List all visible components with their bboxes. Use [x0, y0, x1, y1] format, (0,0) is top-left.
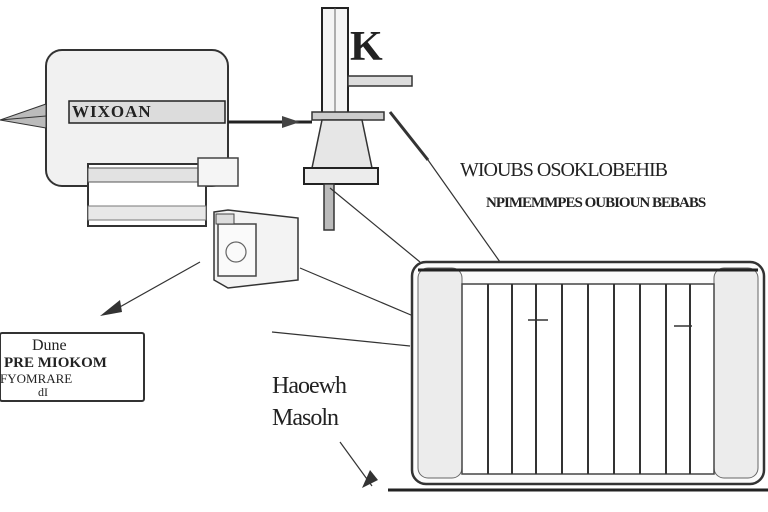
radiator-fins — [487, 284, 691, 474]
control-panel — [0, 49, 229, 187]
center-label-line-1: Haoewh — [272, 373, 347, 399]
center-label-line-2: Masoln — [272, 405, 339, 431]
k-mark: K — [350, 24, 383, 70]
left-label-box — [0, 332, 145, 402]
leader-lines — [117, 159, 501, 487]
small-device-box — [213, 209, 299, 289]
heading-line-2: NPIMEMMPES OUBIOUN BEBABS — [486, 195, 706, 211]
device-plate-label: WIXOAN — [72, 102, 152, 121]
connector-rail — [228, 116, 312, 128]
heading-line-1: WIOUBS OSOKLOBEHIB — [460, 159, 668, 181]
arrowheads — [100, 300, 378, 488]
left-box-line-1: Dune — [32, 337, 67, 354]
base-tray — [87, 157, 239, 227]
left-box-line-2: PRE MIOKOM — [4, 355, 107, 371]
left-box-line-4: dI — [38, 385, 48, 399]
radiator-enclosure — [388, 260, 768, 492]
press-post — [303, 7, 430, 231]
left-box-line-3: FYOMRARE — [0, 371, 73, 386]
